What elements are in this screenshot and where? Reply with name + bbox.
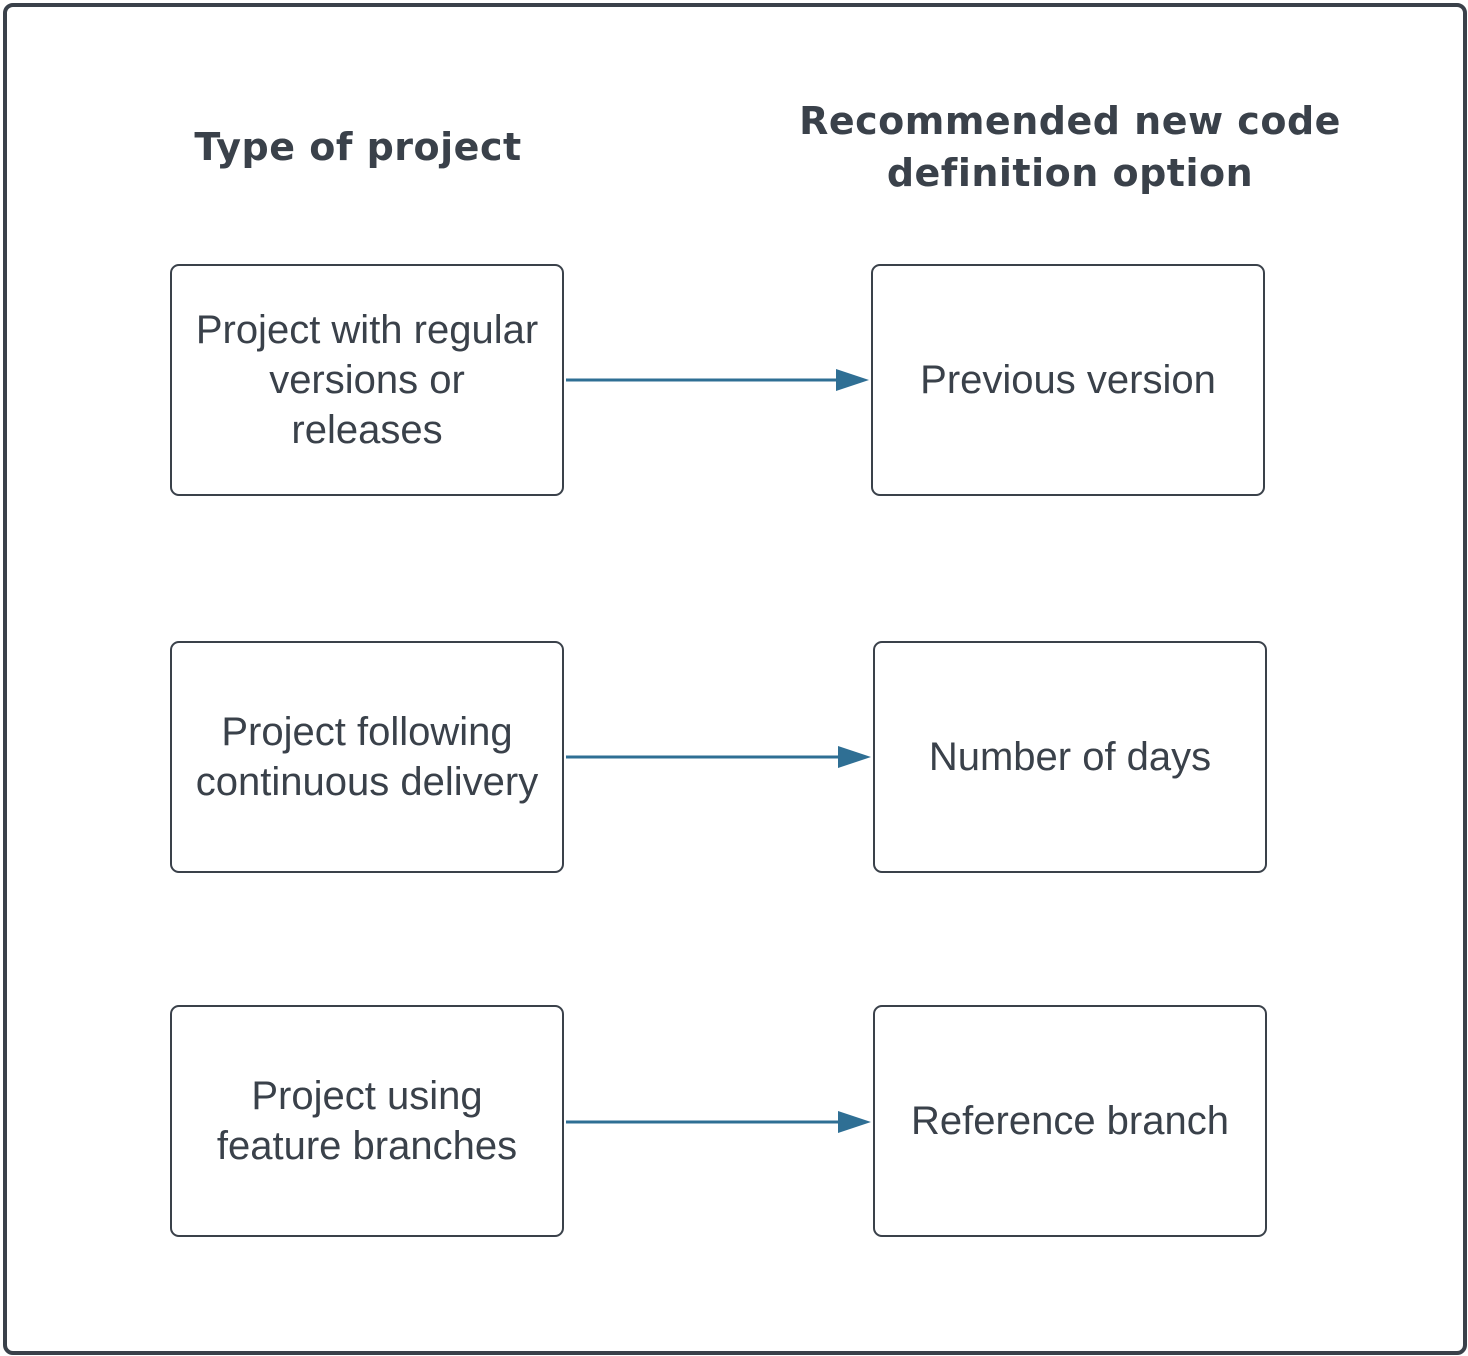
diagram-frame	[3, 3, 1467, 1355]
recommendation-box-number-of-days: Number of days	[873, 641, 1267, 873]
project-type-label: Project following continuous delivery	[195, 710, 539, 804]
project-type-box-feature-branches: Project using feature branches	[170, 1005, 564, 1237]
column-heading-recommendation: Recommended new code definition option	[799, 99, 1341, 195]
column-heading-project-type: Type of project	[194, 125, 522, 169]
recommendation-label: Reference branch	[911, 1099, 1229, 1143]
project-type-label: Project with regular versions or release…	[195, 308, 539, 452]
project-type-box-releases: Project with regular versions or release…	[170, 264, 564, 496]
recommendation-box-reference-branch: Reference branch	[873, 1005, 1267, 1237]
recommendation-label: Previous version	[920, 358, 1216, 402]
recommendation-box-previous-version: Previous version	[871, 264, 1265, 496]
recommendation-label: Number of days	[928, 735, 1212, 779]
project-type-box-continuous-delivery: Project following continuous delivery	[170, 641, 564, 873]
project-type-label: Project using feature branches	[216, 1074, 518, 1168]
